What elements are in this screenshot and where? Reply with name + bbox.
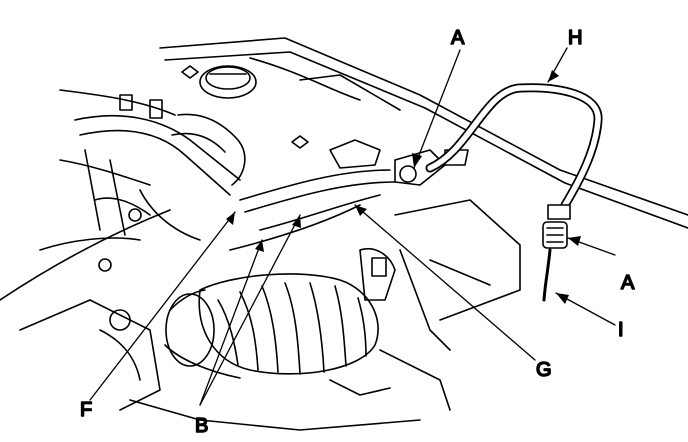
callout-i: I <box>618 319 624 341</box>
firewall-outline <box>159 37 688 229</box>
intake-duct <box>164 273 379 379</box>
arrow-a-right <box>568 236 581 246</box>
right-bracket <box>359 199 521 351</box>
arrow-h <box>548 70 559 82</box>
breather-hose <box>425 83 603 210</box>
intake-manifold <box>74 94 246 241</box>
callout-h: H <box>568 27 582 49</box>
arrow-g <box>355 205 367 216</box>
arrow-i <box>556 293 569 304</box>
arrow-b1 <box>292 215 301 228</box>
callout-f: F <box>80 399 92 421</box>
center-hoses <box>229 139 469 251</box>
hose-connector <box>542 204 571 302</box>
callout-a-top: A <box>451 27 465 49</box>
leader-lines <box>89 47 616 406</box>
callout-g: G <box>536 359 552 381</box>
callout-b: B <box>195 415 208 437</box>
arrow-a-top <box>412 153 422 168</box>
oil-filler-cap <box>181 65 309 149</box>
arrowheads <box>226 70 581 304</box>
arrow-f <box>226 212 235 225</box>
left-fender <box>0 89 176 331</box>
arrow-b2 <box>255 240 264 252</box>
callout-a-right: A <box>621 272 635 294</box>
engine-block <box>89 208 451 431</box>
